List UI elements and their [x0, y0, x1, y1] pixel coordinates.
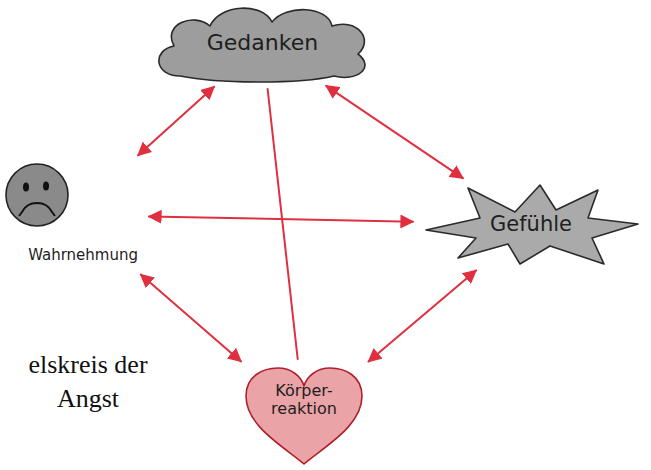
- connector-arrow: [141, 275, 241, 362]
- connector-line: [268, 89, 298, 359]
- body-heart: Körper- reaktion: [243, 366, 365, 466]
- node-label: Gedanken: [207, 30, 318, 55]
- connector-arrow: [138, 87, 214, 156]
- face-node: Wahrnehmung: [2, 160, 142, 270]
- connector-arrow: [369, 271, 477, 362]
- feeling-burst: Gefühle: [420, 182, 642, 266]
- thought-cloud: Gedanken: [150, 4, 375, 82]
- node-label: Wahrnehmung: [28, 247, 138, 264]
- node-label: Gefühle: [490, 212, 572, 236]
- caption: elskreis der Angst: [2, 348, 174, 416]
- connector-arrow: [326, 86, 463, 178]
- node-label: Körper- reaktion: [262, 382, 346, 419]
